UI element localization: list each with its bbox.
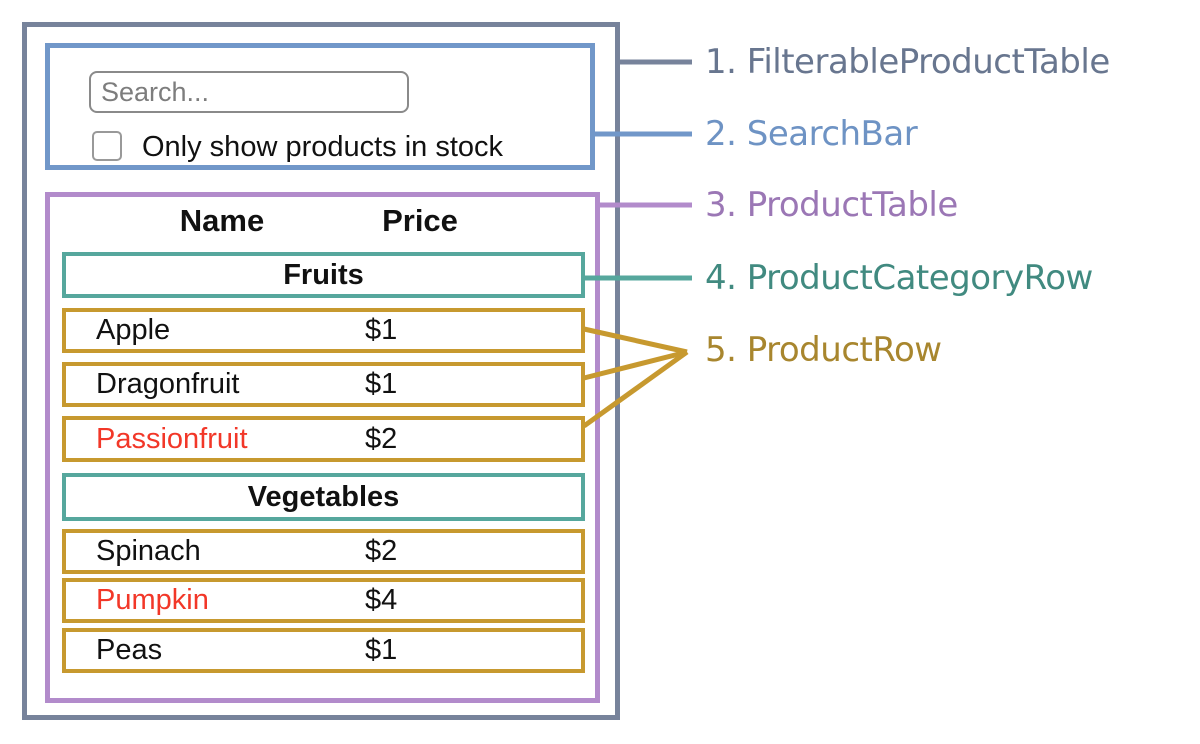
annotation-filterable-product-table: 1. FilterableProductTable — [705, 42, 1110, 82]
product-price: $2 — [365, 535, 398, 567]
product-row-passionfruit: Passionfruit $2 — [62, 416, 585, 462]
annotation-product-category-row: 4. ProductCategoryRow — [705, 258, 1093, 298]
product-price: $2 — [365, 422, 398, 455]
product-name: Passionfruit — [96, 422, 248, 455]
product-row-pumpkin: Pumpkin $4 — [62, 578, 585, 623]
in-stock-checkbox[interactable] — [92, 131, 122, 161]
annotation-product-row: 5. ProductRow — [705, 330, 942, 370]
product-price: $4 — [365, 584, 398, 616]
category-label: Vegetables — [247, 480, 400, 513]
in-stock-checkbox-label: Only show products in stock — [142, 131, 504, 163]
product-price: $1 — [365, 634, 398, 666]
product-name: Apple — [96, 314, 171, 346]
product-price: $1 — [365, 314, 398, 346]
category-row-fruits: Fruits — [62, 252, 585, 298]
product-price: $1 — [365, 368, 398, 400]
product-name: Spinach — [96, 535, 201, 567]
category-label: Fruits — [283, 258, 364, 291]
search-input[interactable] — [89, 71, 409, 113]
product-row-peas: Peas $1 — [62, 628, 585, 673]
product-row-apple: Apple $1 — [62, 308, 585, 353]
product-name: Dragonfruit — [96, 368, 240, 400]
column-header-name: Name — [179, 203, 265, 238]
product-name: Peas — [96, 634, 163, 666]
product-row-dragonfruit: Dragonfruit $1 — [62, 362, 585, 407]
product-row-spinach: Spinach $2 — [62, 529, 585, 574]
annotation-search-bar: 2. SearchBar — [705, 114, 918, 154]
column-header-price: Price — [382, 203, 458, 238]
product-name: Pumpkin — [96, 584, 209, 616]
category-row-vegetables: Vegetables — [62, 473, 585, 521]
annotation-product-table: 3. ProductTable — [705, 185, 958, 225]
